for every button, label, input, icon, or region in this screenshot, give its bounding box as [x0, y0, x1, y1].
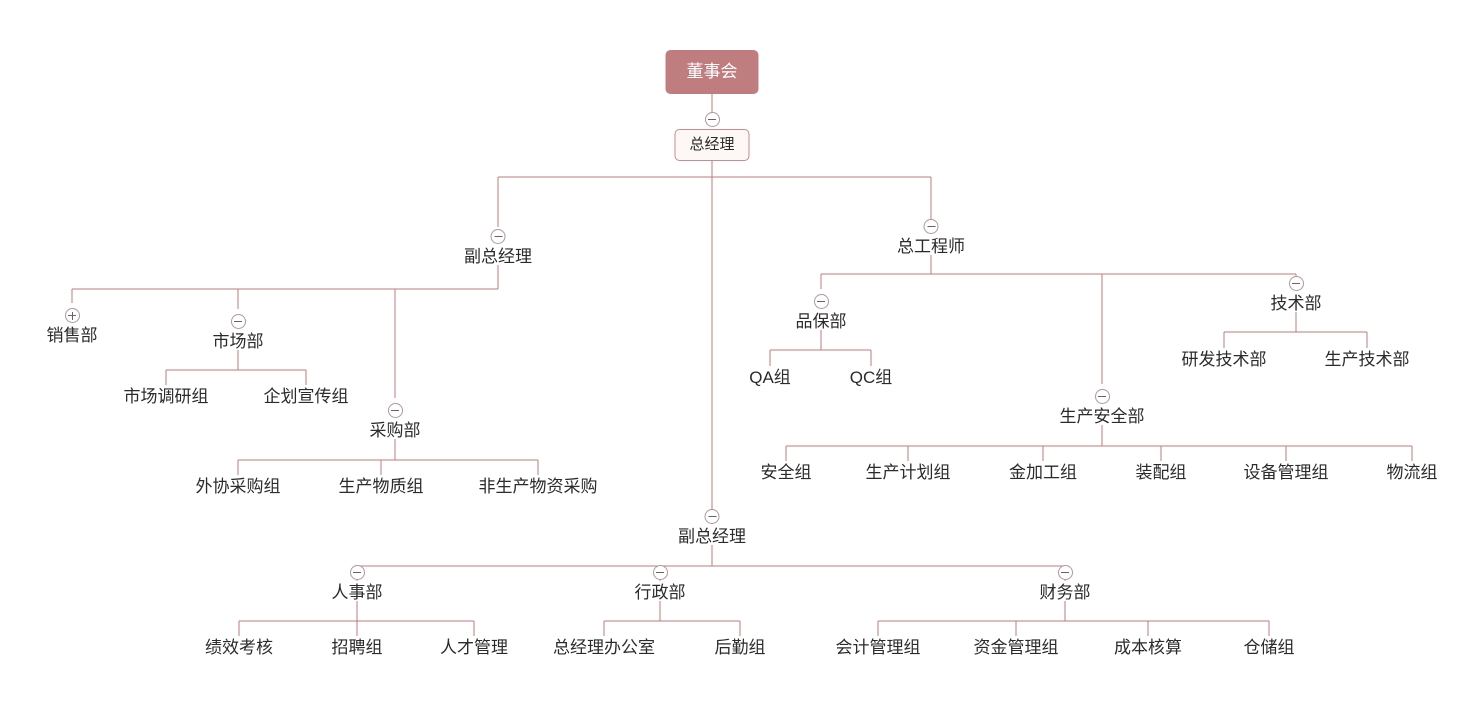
node-label-board: 董事会	[665, 50, 759, 94]
node-label-safety-team: 安全组	[760, 463, 812, 482]
node-purchasing-dept[interactable]: 采购部	[369, 403, 421, 442]
node-technology-dept[interactable]: 技术部	[1270, 276, 1322, 315]
node-label-production-technology-dept: 生产技术部	[1324, 350, 1410, 369]
node-label-marketing-dept: 市场部	[212, 332, 264, 351]
node-label-production-material-team: 生产物质组	[338, 477, 424, 496]
node-market-research-team[interactable]: 市场调研组	[124, 386, 209, 408]
node-label-deputy-gm-bottom: 副总经理	[678, 527, 746, 546]
node-label-outsourced-purchasing-team: 外协采购组	[195, 477, 281, 496]
node-label-finance-dept: 财务部	[1039, 583, 1091, 602]
node-label-logistics-team: 物流组	[1386, 463, 1438, 482]
collapse-toggle-icon[interactable]	[349, 565, 365, 580]
node-planning-promotion-team[interactable]: 企划宣传组	[264, 386, 349, 408]
node-deputy-gm-bottom[interactable]: 副总经理	[678, 509, 746, 548]
node-label-sales-dept: 销售部	[46, 326, 98, 345]
node-qa-team[interactable]: QA组	[749, 367, 791, 389]
node-production-technology-dept[interactable]: 生产技术部	[1325, 349, 1410, 371]
node-label-logistics-support-team: 后勤组	[714, 638, 766, 657]
node-label-funds-management-team: 资金管理组	[973, 638, 1059, 657]
collapse-toggle-icon[interactable]	[813, 294, 829, 309]
node-label-assembly-team: 装配组	[1135, 463, 1187, 482]
node-label-machining-team: 金加工组	[1009, 463, 1077, 482]
node-label-deputy-gm-left: 副总经理	[464, 247, 532, 266]
node-label-equipment-management-team: 设备管理组	[1243, 463, 1329, 482]
node-label-qc-team: QC组	[849, 368, 893, 387]
node-outsourced-purchasing-team[interactable]: 外协采购组	[196, 476, 281, 498]
collapse-toggle-icon[interactable]	[652, 565, 668, 580]
node-chief-engineer[interactable]: 总工程师	[897, 219, 965, 258]
collapse-toggle-icon[interactable]	[387, 403, 403, 418]
collapse-toggle-icon[interactable]	[1094, 389, 1110, 404]
node-funds-management-team[interactable]: 资金管理组	[974, 637, 1059, 659]
collapse-toggle-icon[interactable]	[704, 509, 720, 524]
node-production-material-team[interactable]: 生产物质组	[339, 476, 424, 498]
node-hr-dept[interactable]: 人事部	[331, 565, 383, 604]
node-deputy-gm-left[interactable]: 副总经理	[464, 229, 532, 268]
node-label-hr-dept: 人事部	[331, 583, 383, 602]
node-label-cost-accounting-team: 成本核算	[1114, 638, 1182, 657]
node-label-gm-office: 总经理办公室	[553, 638, 655, 657]
collapse-toggle-icon[interactable]	[1057, 565, 1073, 580]
node-label-technology-dept: 技术部	[1270, 294, 1322, 313]
node-label-qa-team: QA组	[749, 368, 791, 387]
node-label-production-planning-team: 生产计划组	[865, 463, 951, 482]
node-label-non-production-purchasing: 非生产物资采购	[478, 477, 598, 496]
node-gm-office[interactable]: 总经理办公室	[553, 637, 655, 659]
node-warehouse-team[interactable]: 仓储组	[1244, 637, 1295, 659]
node-rd-technology-dept[interactable]: 研发技术部	[1182, 349, 1267, 371]
node-label-chief-engineer: 总工程师	[897, 237, 965, 256]
node-label-warehouse-team: 仓储组	[1243, 638, 1295, 657]
node-accounting-management-team[interactable]: 会计管理组	[836, 637, 921, 659]
node-performance-review-team[interactable]: 绩效考核	[205, 637, 273, 659]
node-equipment-management-team[interactable]: 设备管理组	[1244, 462, 1329, 484]
node-machining-team[interactable]: 金加工组	[1009, 462, 1077, 484]
node-administration-dept[interactable]: 行政部	[634, 565, 686, 604]
node-label-administration-dept: 行政部	[634, 583, 686, 602]
node-logistics-team[interactable]: 物流组	[1387, 462, 1438, 484]
node-label-market-research-team: 市场调研组	[123, 387, 209, 406]
node-sales-dept[interactable]: 销售部	[46, 308, 98, 347]
node-label-purchasing-dept: 采购部	[369, 421, 421, 440]
collapse-toggle-icon[interactable]	[1288, 276, 1304, 291]
node-qc-team[interactable]: QC组	[850, 367, 893, 389]
node-non-production-purchasing[interactable]: 非生产物资采购	[479, 476, 598, 498]
node-marketing-dept[interactable]: 市场部	[212, 314, 264, 353]
node-cost-accounting-team[interactable]: 成本核算	[1114, 637, 1182, 659]
node-label-accounting-management-team: 会计管理组	[835, 638, 921, 657]
node-recruiting-team[interactable]: 招聘组	[332, 637, 383, 659]
node-general-manager[interactable]: 总经理	[674, 112, 750, 161]
node-finance-dept[interactable]: 财务部	[1039, 565, 1091, 604]
collapse-toggle-icon[interactable]	[704, 112, 720, 127]
node-talent-management-team[interactable]: 人才管理	[440, 637, 508, 659]
node-logistics-support-team[interactable]: 后勤组	[715, 637, 766, 659]
collapse-toggle-icon[interactable]	[490, 229, 506, 244]
node-assembly-team[interactable]: 装配组	[1136, 462, 1187, 484]
node-label-rd-technology-dept: 研发技术部	[1181, 350, 1267, 369]
node-label-talent-management-team: 人才管理	[440, 638, 508, 657]
node-label-general-manager: 总经理	[674, 129, 750, 161]
expand-toggle-icon[interactable]	[64, 308, 80, 323]
node-safety-team[interactable]: 安全组	[761, 462, 812, 484]
collapse-toggle-icon[interactable]	[923, 219, 939, 234]
collapse-toggle-icon[interactable]	[230, 314, 246, 329]
node-label-recruiting-team: 招聘组	[331, 638, 383, 657]
node-label-planning-promotion-team: 企划宣传组	[263, 387, 349, 406]
node-quality-assurance-dept[interactable]: 品保部	[795, 294, 847, 333]
node-board[interactable]: 董事会	[665, 50, 759, 94]
node-label-quality-assurance-dept: 品保部	[795, 312, 847, 331]
node-label-performance-review-team: 绩效考核	[205, 638, 273, 657]
node-label-production-safety-dept: 生产安全部	[1059, 407, 1145, 426]
node-production-planning-team[interactable]: 生产计划组	[866, 462, 951, 484]
node-production-safety-dept[interactable]: 生产安全部	[1059, 389, 1145, 428]
